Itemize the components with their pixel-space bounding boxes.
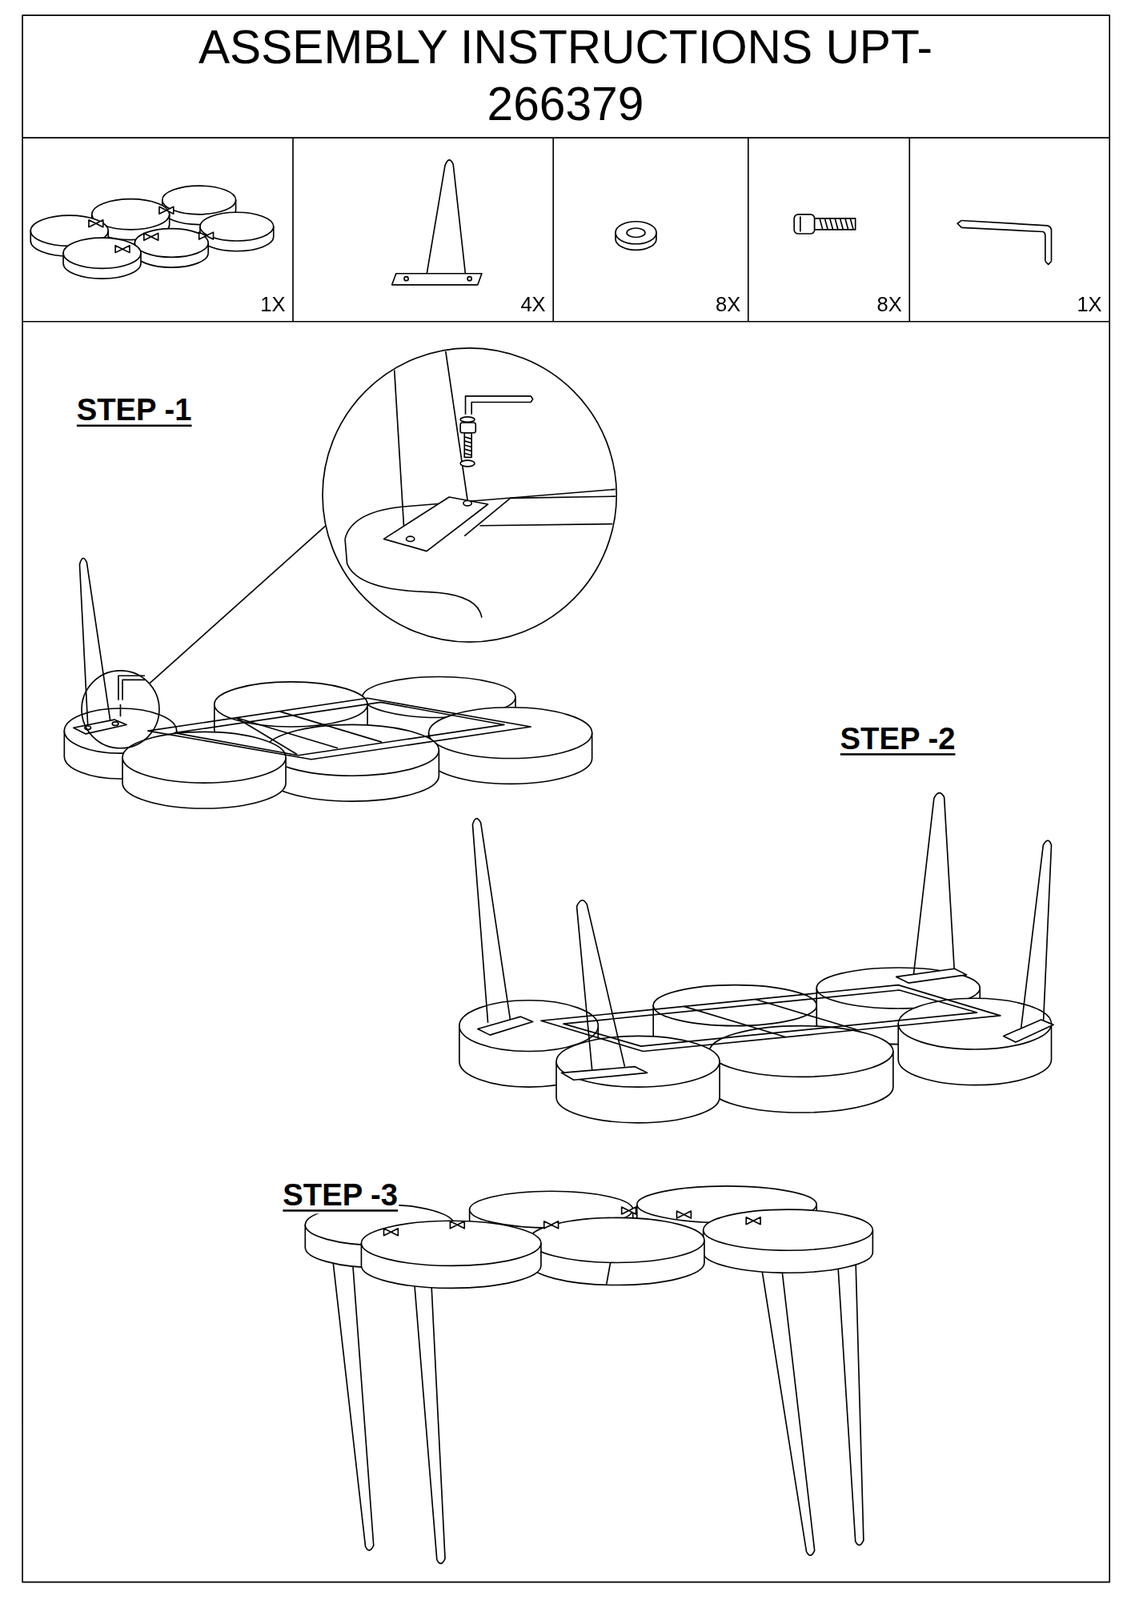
page-title: ASSEMBLY INSTRUCTIONS UPT-266379 bbox=[197, 18, 933, 133]
hex-key-part bbox=[957, 220, 1051, 265]
tabletop-part bbox=[30, 185, 274, 279]
zoom-detail bbox=[322, 347, 634, 643]
quantity-label: 1X bbox=[1076, 292, 1102, 317]
washer-part bbox=[615, 221, 657, 251]
quantity-label: 1X bbox=[260, 292, 285, 317]
page-frame bbox=[22, 15, 1110, 1583]
step3-legs bbox=[331, 1250, 863, 1564]
step-heading: STEP -1 bbox=[76, 392, 193, 430]
step-heading: STEP -2 bbox=[840, 720, 956, 758]
step2-tabletop bbox=[459, 967, 1052, 1123]
step1-tabletop bbox=[64, 677, 592, 810]
screw-part bbox=[794, 214, 856, 234]
quantity-label: 4X bbox=[520, 292, 546, 317]
quantity-label: 8X bbox=[876, 292, 902, 317]
hairpin-leg-part bbox=[392, 160, 482, 285]
step-heading: STEP -3 bbox=[282, 1176, 398, 1214]
step2-legs bbox=[472, 793, 1054, 1081]
step1-leg bbox=[73, 525, 326, 749]
quantity-label: 8X bbox=[715, 292, 741, 317]
